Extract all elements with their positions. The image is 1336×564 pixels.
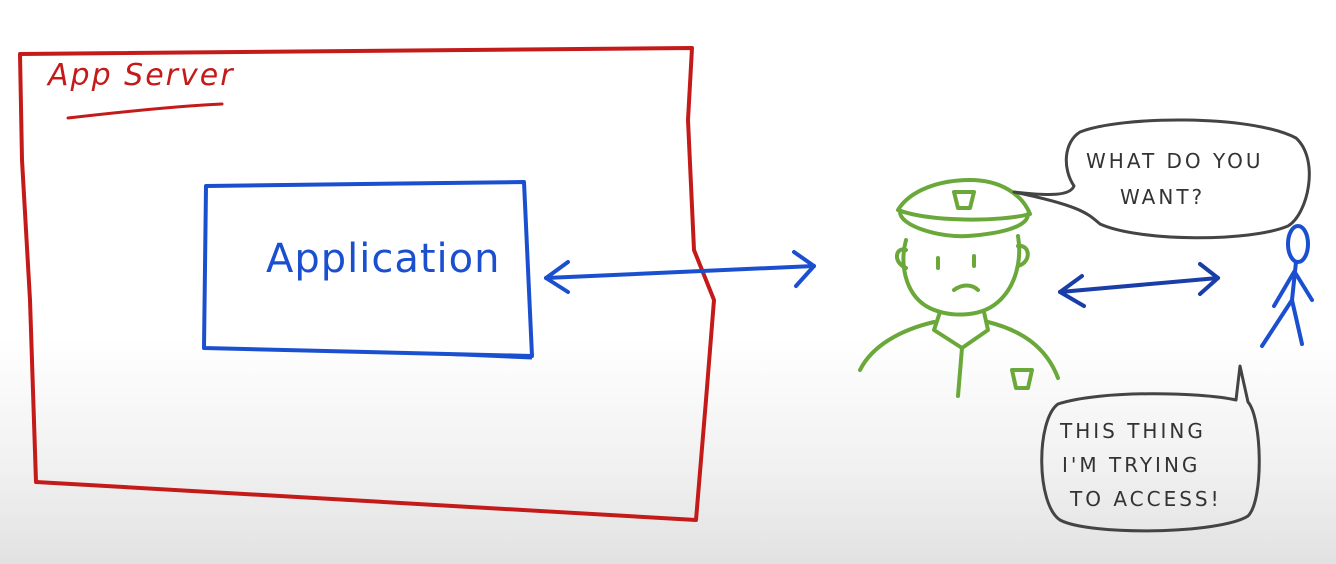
app-server-box: [18, 46, 716, 522]
guard-user-arrow: [1058, 262, 1220, 308]
application-box-overdraw: [439, 352, 533, 360]
user-speech-line-2: I'M TRYING: [1062, 453, 1201, 477]
user-speech-line-1: THIS THING: [1060, 419, 1206, 443]
security-guard-icon: [858, 178, 1060, 398]
stick-figure-user-icon: [1260, 224, 1314, 348]
user-speech-line-3: TO ACCESS!: [1070, 487, 1222, 511]
user-speech-bubble: [1040, 364, 1261, 533]
app-guard-arrow: [544, 250, 816, 294]
app-server-label: App Server: [48, 58, 235, 93]
application-label: Application: [266, 236, 501, 282]
app-server-underline: [66, 102, 224, 120]
guard-speech-bubble: [1012, 118, 1311, 240]
guard-speech-line-2: WANT?: [1120, 185, 1206, 209]
guard-speech-line-1: WHAT DO YOU: [1086, 149, 1264, 173]
application-box: [202, 180, 534, 358]
